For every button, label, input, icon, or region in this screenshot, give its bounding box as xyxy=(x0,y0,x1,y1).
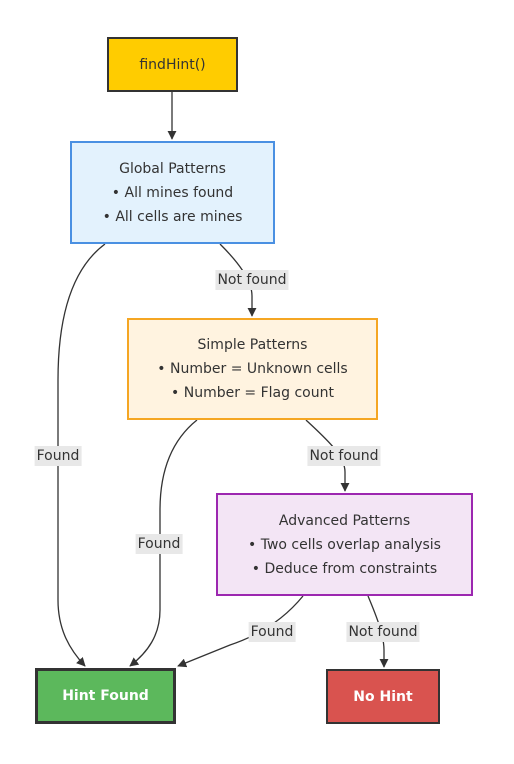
node-advanced-patterns-item: • Two cells overlap analysis xyxy=(248,536,441,553)
edge-label-simple-not-found: Not found xyxy=(307,446,381,466)
edge-simple-to-hint xyxy=(129,419,198,667)
edge-label-advanced-found: Found xyxy=(248,622,296,642)
node-global-patterns: Global Patterns • All mines found • All … xyxy=(70,141,275,244)
node-hint-found: Hint Found xyxy=(35,668,176,724)
edge-global-to-hint xyxy=(57,243,106,667)
node-simple-patterns: Simple Patterns • Number = Unknown cells… xyxy=(127,318,378,420)
node-find-hint: findHint() xyxy=(107,37,238,92)
node-advanced-patterns-title: Advanced Patterns xyxy=(278,512,411,529)
node-advanced-patterns-item: • Deduce from constraints xyxy=(251,560,438,577)
node-global-patterns-title: Global Patterns xyxy=(119,160,226,177)
edge-label-simple-found: Found xyxy=(135,534,183,554)
node-global-patterns-item: • All mines found xyxy=(111,184,234,201)
node-simple-patterns-item: • Number = Unknown cells xyxy=(157,361,348,377)
node-no-hint-label: No Hint xyxy=(353,688,413,705)
node-hint-found-label: Hint Found xyxy=(62,688,149,704)
edge-label-global-found: Found xyxy=(34,446,82,466)
edge-label-global-not-found: Not found xyxy=(215,270,289,290)
node-global-patterns-item: • All cells are mines xyxy=(102,208,243,225)
edge-label-advanced-not-found: Not found xyxy=(346,622,420,642)
node-no-hint: No Hint xyxy=(326,669,440,724)
node-simple-patterns-title: Simple Patterns xyxy=(197,337,308,353)
node-advanced-patterns: Advanced Patterns • Two cells overlap an… xyxy=(216,493,473,596)
node-find-hint-label: findHint() xyxy=(139,56,206,73)
node-simple-patterns-item: • Number = Flag count xyxy=(171,385,334,401)
